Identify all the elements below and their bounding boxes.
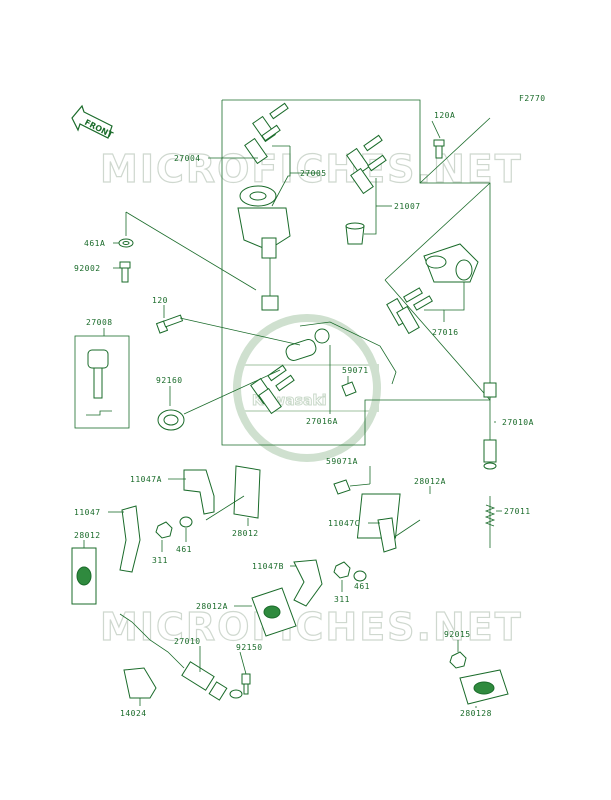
label-27016: 27016 (432, 328, 459, 337)
label-27010A: 27010A (502, 418, 534, 427)
label-92150: 92150 (236, 643, 263, 652)
ignition-keys (244, 102, 289, 165)
clip-59071 (341, 381, 357, 397)
label-27005: 27005 (300, 169, 327, 178)
ignition-switch (237, 185, 291, 311)
label-11047C: 11047C (328, 519, 360, 528)
bolt-120 (155, 314, 301, 346)
label-11047B: 11047B (252, 562, 284, 571)
bolt-120A (433, 139, 445, 159)
spring-27011 (484, 496, 496, 548)
pad-28012A-lower (251, 587, 297, 637)
clip-59071A (333, 466, 371, 495)
washer-461-left (179, 516, 193, 528)
label-11047A: 11047A (130, 475, 162, 484)
label-27010: 27010 (174, 637, 201, 646)
pad-28012-upper (205, 465, 261, 521)
watermark-bottom: MICROFICHES.NET (100, 605, 523, 649)
label-311-right: 311 (334, 595, 350, 604)
key-blank-box (74, 335, 130, 429)
nut-311-left (155, 521, 173, 539)
front-arrow-icon: FRONT (71, 104, 115, 140)
bracket-11047B (293, 559, 323, 607)
label-27016A: 27016A (306, 417, 338, 426)
nut-311-right (333, 561, 351, 579)
label-27004: 27004 (174, 154, 201, 163)
seat-lock (386, 243, 479, 335)
label-92015: 92015 (444, 630, 471, 639)
label-311-left: 311 (152, 556, 168, 565)
switch-27010 (119, 613, 243, 701)
label-27008: 27008 (86, 318, 113, 327)
clip-92015 (449, 651, 467, 669)
label-59071: 59071 (342, 366, 369, 375)
label-28012A-lower: 28012A (196, 602, 228, 611)
bolt-92150 (241, 673, 251, 695)
label-120A: 120A (434, 111, 455, 120)
label-59071A: 59071A (326, 457, 358, 466)
label-28012-left: 28012 (74, 531, 101, 540)
seat-lock-keys (345, 134, 387, 245)
leader-lines (83, 120, 502, 708)
pad-280128 (459, 669, 509, 705)
label-461-right: 461 (354, 582, 370, 591)
label-28012A-right: 28012A (414, 477, 446, 486)
label-461A: 461A (84, 239, 105, 248)
label-92160: 92160 (156, 376, 183, 385)
cover-14024 (123, 667, 157, 699)
label-92002: 92002 (74, 264, 101, 273)
bracket-11047 (119, 505, 141, 573)
label-280128: 280128 (460, 709, 492, 718)
helmet-lock (250, 321, 397, 415)
label-28012-upper: 28012 (232, 529, 259, 538)
bracket-11047A (183, 469, 215, 515)
washer-461-right (353, 570, 367, 582)
bracket-11047C (377, 517, 397, 553)
label-27011: 27011 (504, 507, 531, 516)
figure-code: F2770 (519, 94, 546, 103)
bolt-92002 (119, 261, 131, 283)
pad-28012-left (71, 547, 97, 605)
washer-461A (118, 238, 134, 248)
grommet-92160 (157, 369, 281, 431)
label-11047: 11047 (74, 508, 101, 517)
label-120: 120 (152, 296, 168, 305)
label-21007: 21007 (394, 202, 421, 211)
label-14024: 14024 (120, 709, 147, 718)
label-461-left: 461 (176, 545, 192, 554)
switch-27010A (483, 382, 497, 470)
